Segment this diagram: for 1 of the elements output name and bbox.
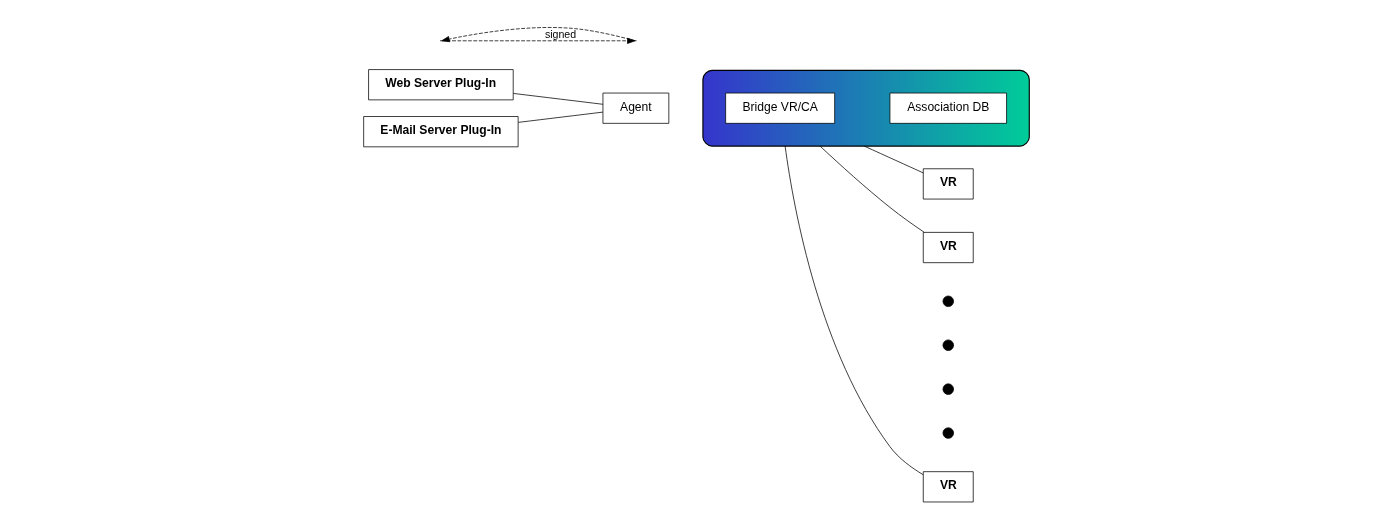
legend-label: signed	[544, 27, 577, 40]
